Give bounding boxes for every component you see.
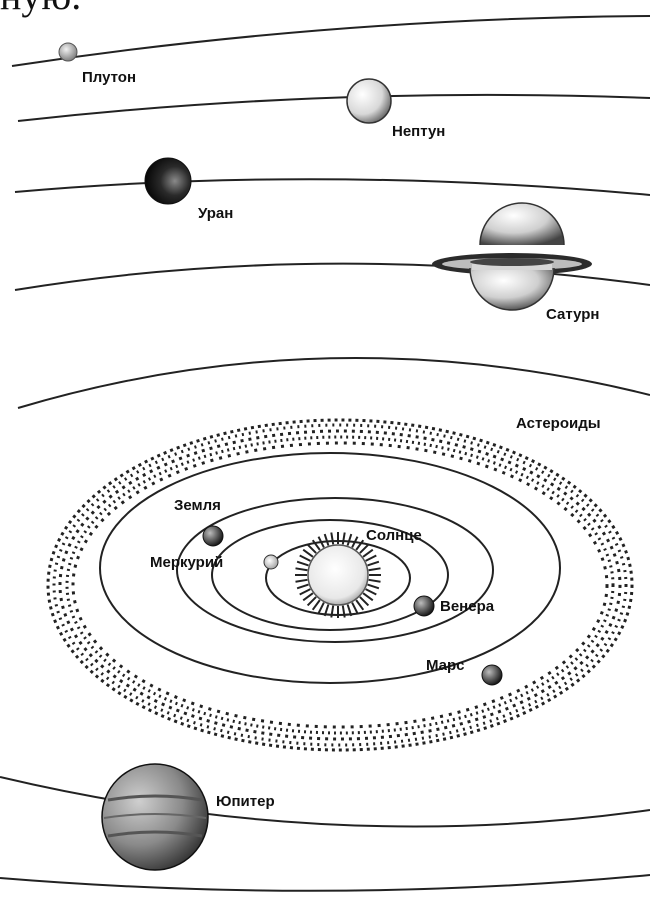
label-jupiter: Юпитер bbox=[216, 794, 275, 809]
uranus-planet bbox=[145, 158, 191, 204]
orbit-jupiter-upper bbox=[18, 358, 650, 408]
sun-ray bbox=[348, 534, 352, 545]
sun-ray bbox=[297, 562, 308, 566]
sun-ray bbox=[331, 533, 333, 545]
sun-ray bbox=[369, 580, 381, 582]
label-asteroids: Астероиды bbox=[516, 416, 601, 431]
sun-ray bbox=[308, 597, 317, 606]
sun-ray bbox=[363, 550, 373, 557]
label-sun: Солнце bbox=[366, 528, 422, 543]
sun-ray bbox=[296, 580, 308, 582]
sun-ray bbox=[319, 603, 324, 614]
mercury-planet bbox=[264, 555, 278, 569]
orbit-jupiter-lower bbox=[0, 777, 650, 826]
saturn-planet bbox=[432, 203, 592, 310]
top-text-fragment: ную. bbox=[0, 0, 81, 16]
sun bbox=[295, 532, 381, 618]
sun-ray bbox=[360, 545, 369, 554]
sun-ray bbox=[303, 593, 313, 600]
sun-ray bbox=[356, 600, 363, 610]
jupiter-planet bbox=[102, 764, 208, 870]
label-mercury: Меркурий bbox=[150, 555, 223, 570]
mars-planet bbox=[482, 665, 502, 685]
sun-ray bbox=[296, 568, 308, 570]
orbit-pluto bbox=[12, 16, 650, 66]
sun-ray bbox=[325, 534, 329, 545]
sun-ray bbox=[368, 585, 379, 589]
orbit-uranus bbox=[15, 179, 650, 195]
label-pluto: Плутон bbox=[82, 70, 136, 85]
sun-ray bbox=[366, 556, 377, 561]
label-mars: Марс bbox=[426, 658, 465, 673]
sun-ray bbox=[352, 603, 357, 614]
sun-ray bbox=[366, 589, 377, 594]
label-venus: Венера bbox=[440, 599, 494, 614]
sun-ray bbox=[297, 585, 308, 589]
label-saturn: Сатурн bbox=[546, 307, 599, 322]
sun-ray bbox=[300, 556, 311, 561]
sun-ray bbox=[368, 562, 379, 566]
venus-planet bbox=[414, 596, 434, 616]
sun-ray bbox=[300, 589, 311, 594]
pluto-planet bbox=[59, 43, 77, 61]
sun-ray bbox=[360, 597, 369, 606]
sun-ray bbox=[303, 550, 313, 557]
label-earth: Земля bbox=[174, 498, 221, 513]
orbit-outer-lower bbox=[0, 875, 650, 891]
neptune-planet bbox=[347, 79, 391, 123]
label-neptune: Нептун bbox=[392, 124, 445, 139]
sun-ray bbox=[369, 568, 381, 570]
sun-ray bbox=[308, 545, 317, 554]
earth-planet bbox=[203, 526, 223, 546]
sun-ray bbox=[313, 600, 320, 610]
label-uranus: Уран bbox=[198, 206, 233, 221]
sun-ray bbox=[363, 593, 373, 600]
orbit-neptune bbox=[18, 95, 650, 121]
sun-ray bbox=[343, 533, 345, 545]
